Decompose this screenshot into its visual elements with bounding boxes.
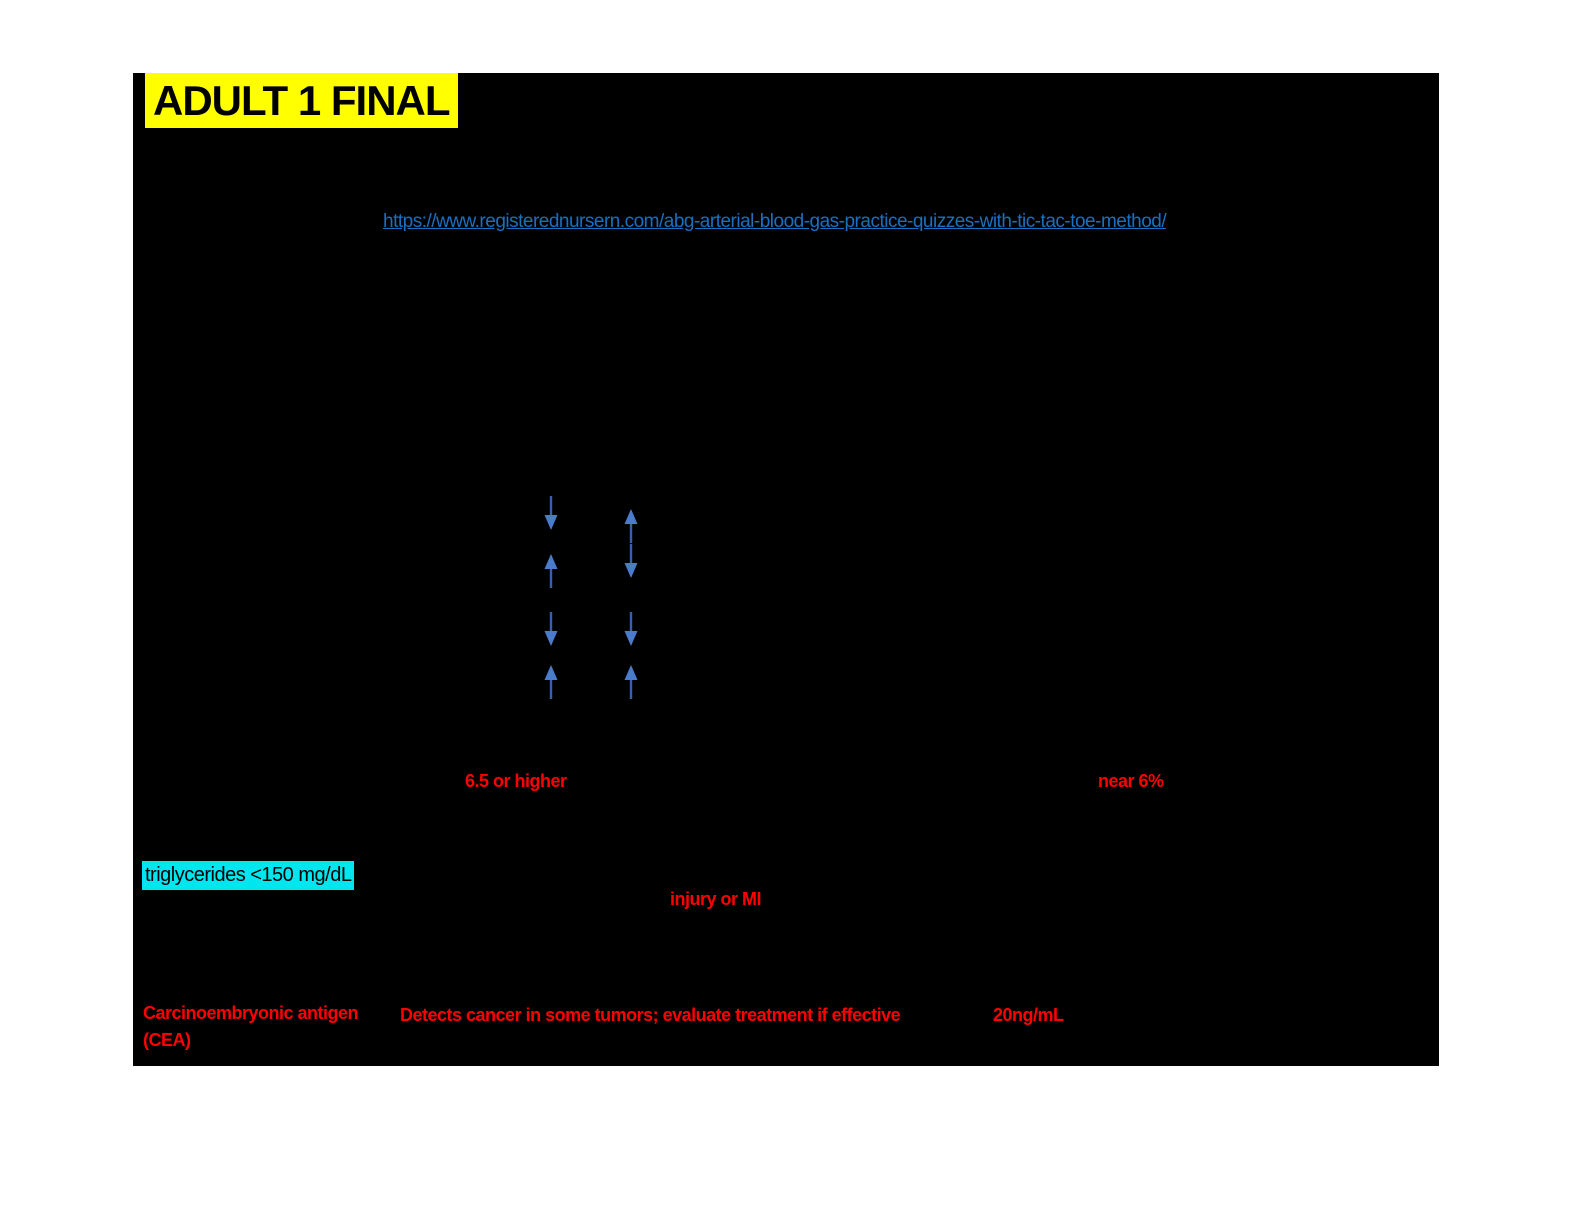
red-note-3: injury or MI [670, 889, 762, 909]
down-arrow-icon [543, 612, 559, 646]
red-note-1: 6.5 or higher [465, 771, 567, 791]
highlighted-text: triglycerides <150 mg/dL [142, 861, 355, 890]
up-arrow-icon [623, 665, 639, 699]
down-arrow-icon [543, 496, 559, 530]
table-cell-normal-value: 20ng/mL [993, 1005, 1064, 1025]
table-cell-test-name-line2: (CEA) [143, 1030, 191, 1050]
hyperlink[interactable]: https://www.registerednursern.com/abg-ar… [383, 211, 1167, 232]
table-cell-description: Detects cancer in some tumors; evaluate … [400, 1005, 901, 1025]
red-note-2: near 6% [1098, 771, 1164, 791]
down-arrow-icon [623, 544, 639, 578]
down-arrow-icon [623, 612, 639, 646]
page-title: ADULT 1 FINAL [145, 73, 458, 128]
table-cell-test-name: Carcinoembryonic antigen (CEA) [143, 1000, 359, 1054]
table-cell-test-name-line1: Carcinoembryonic antigen [143, 1003, 359, 1023]
document-page: ADULT 1 FINAL https://www.registerednurs… [133, 73, 1439, 1066]
up-arrow-icon [543, 554, 559, 588]
up-arrow-icon [543, 665, 559, 699]
up-arrow-icon [623, 509, 639, 543]
